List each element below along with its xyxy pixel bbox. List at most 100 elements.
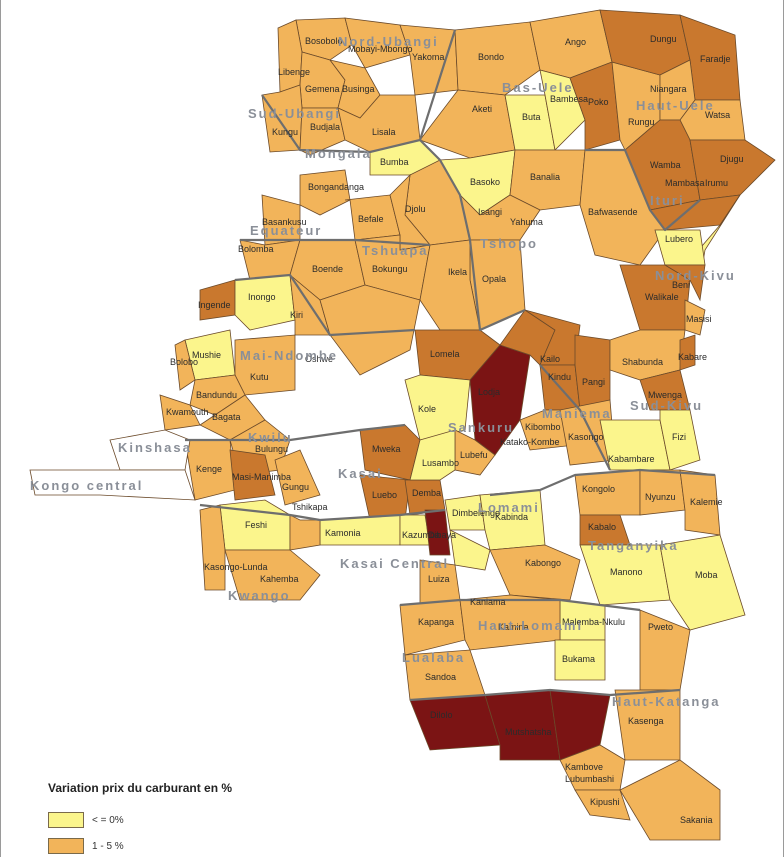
territory-bongandanga xyxy=(299,169,351,216)
province-label: Sud-Kivu xyxy=(630,398,703,413)
territory-label: Basankusu xyxy=(262,217,307,227)
territory-label: Kole xyxy=(418,404,436,414)
territory-label: Rungu xyxy=(628,117,655,127)
territory-inongo xyxy=(234,274,296,331)
territory-kapanga xyxy=(399,599,466,656)
province-label: Tanganyika xyxy=(588,538,679,553)
territory-gungu xyxy=(274,449,321,506)
province-borders-layer xyxy=(185,29,716,702)
territory-label: Wamba xyxy=(650,160,681,170)
territory-lusambo xyxy=(409,429,456,481)
territory-label: Kalemie xyxy=(690,497,723,507)
territory-label: Bukama xyxy=(562,654,595,664)
map-legend: Variation prix du carburant en % < = 0% … xyxy=(40,775,340,857)
territory-label: Walikale xyxy=(645,292,679,302)
territory-label: Bolobo xyxy=(170,357,198,367)
territory-label: Mambasa xyxy=(665,178,705,188)
province-label: Kinshasa xyxy=(118,440,192,455)
territory-label: Lubefu xyxy=(460,450,488,460)
territory-label: Kibombo xyxy=(525,422,561,432)
territory-kasongo-lunda xyxy=(199,504,226,591)
province-label: Haut-Uele xyxy=(636,98,715,113)
territory-kahemba xyxy=(224,549,321,601)
territory-kabongo xyxy=(489,544,581,601)
territory-label: Bokungu xyxy=(372,264,408,274)
territory-label: Kamonia xyxy=(325,528,361,538)
territory-label: Bulungu xyxy=(255,444,288,454)
territory-label: Sandoa xyxy=(425,672,456,682)
province-label: Nord-Kivu xyxy=(655,268,736,283)
territory-label: Fizi xyxy=(672,432,686,442)
territory-label: Isangi xyxy=(478,207,502,217)
territory-label: Kabambare xyxy=(608,454,655,464)
legend-label: < = 0% xyxy=(92,814,124,826)
territory-label: Faradje xyxy=(700,54,731,64)
territory-aketi xyxy=(419,89,516,159)
territory-label: Kambove xyxy=(565,762,603,772)
territory-label: Kungu xyxy=(272,127,298,137)
territory-label: Demba xyxy=(412,488,441,498)
territory-label: Manono xyxy=(610,567,643,577)
territory-label: Gungu xyxy=(282,482,309,492)
territory-budjala xyxy=(299,107,346,156)
territory-kongo-central xyxy=(29,469,196,501)
territory-label: Kabongo xyxy=(525,558,561,568)
territory-label: Kasongo-Lunda xyxy=(204,562,268,572)
territory-label: Dimbelenge xyxy=(452,508,500,518)
territory-label: Kabare xyxy=(678,352,707,362)
territory-yakoma xyxy=(399,24,459,96)
territory-label: Bondo xyxy=(478,52,504,62)
territory-label: Katako-Kombe xyxy=(500,437,560,447)
territory-label: Tshikapa xyxy=(292,502,328,512)
territory-label: Niangara xyxy=(650,84,687,94)
territory-label: Gemena xyxy=(305,84,340,94)
territory-label: Inongo xyxy=(248,292,276,302)
territory-lubumbashi xyxy=(559,744,626,791)
territory-kinshasa xyxy=(109,429,191,471)
territory-label: Masisi xyxy=(686,314,712,324)
territory-label: Poko xyxy=(588,97,609,107)
territory-moba xyxy=(659,534,746,631)
territory-mobayi-mbongo xyxy=(344,17,411,69)
province-label: Lualaba xyxy=(402,650,465,665)
territory-label: Mobayi-Mbongo xyxy=(348,44,413,54)
province-label: Kwilu xyxy=(248,430,293,445)
province-label: Tshuapa xyxy=(362,243,429,258)
territory-label: Boende xyxy=(312,264,343,274)
territory-label: Lodja xyxy=(478,387,500,397)
province-label: Haut-Katanga xyxy=(612,694,721,709)
province-label: Maniema xyxy=(542,406,612,421)
province-label: Kongo central xyxy=(30,478,143,493)
territory-masi-manimba xyxy=(229,449,276,501)
legend-title: Variation prix du carburant en % xyxy=(48,781,233,795)
territory-kutu xyxy=(234,334,296,396)
territory-label: Kapanga xyxy=(418,617,454,627)
territory-label: Kahemba xyxy=(260,574,299,584)
territory-label: Basoko xyxy=(470,177,500,187)
territory-label: Kiri xyxy=(290,310,303,320)
territory-label: Djugu xyxy=(720,154,744,164)
province-label: Kwango xyxy=(228,588,291,603)
province-label: Kasai xyxy=(338,466,383,481)
territory-bondo xyxy=(454,21,541,96)
territory-label: Kenge xyxy=(196,464,222,474)
legend-label: 1 - 5 % xyxy=(92,840,124,852)
territory-label: Kindu xyxy=(548,372,571,382)
territory-label: Masi-Manimba xyxy=(232,472,291,482)
territory-mutshatsha xyxy=(484,689,561,761)
territory-djugu xyxy=(689,139,776,201)
legend-swatch xyxy=(48,838,84,854)
territory-label: Yakoma xyxy=(412,52,444,62)
territory-label: Bagata xyxy=(212,412,241,422)
province-label: Mai-Ndombe xyxy=(240,348,338,363)
territory-label: Mushie xyxy=(192,350,221,360)
territory-label: Ingende xyxy=(198,300,231,310)
territory-label: Kabalo xyxy=(588,522,616,532)
territory-label: Moba xyxy=(695,570,718,580)
province-labels-layer: Nord-Ubangi Sud-Ubangi Bas-Uele Haut-Uel… xyxy=(30,34,736,709)
territory-label: Kipushi xyxy=(590,797,620,807)
territory-label: Bambesa xyxy=(550,94,588,104)
territory-label: Kwamouth xyxy=(166,407,209,417)
territory-label: Nyunzu xyxy=(645,492,676,502)
